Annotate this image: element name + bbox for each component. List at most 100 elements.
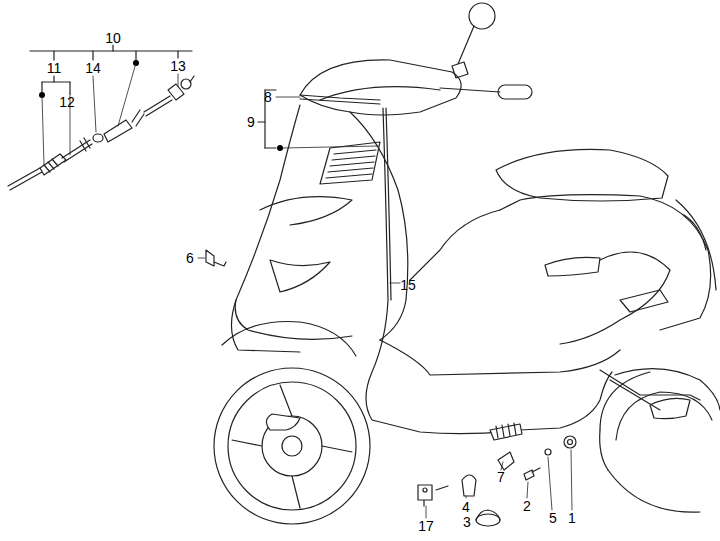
wheel-part <box>232 385 352 508</box>
cable-assembly-part <box>64 144 92 162</box>
callout-number: 8 <box>264 90 272 104</box>
group-bracket-part <box>92 51 93 60</box>
small-parts <box>198 250 576 526</box>
group-bracket-part <box>53 76 54 82</box>
cable-assembly-part <box>10 172 42 190</box>
callout-number: 2 <box>523 499 531 513</box>
cable-assembly-part <box>93 76 96 132</box>
group-bracket-part <box>177 51 178 58</box>
scooter-body-part <box>320 87 440 100</box>
wheel <box>214 368 720 524</box>
scooter-body-part <box>500 195 711 330</box>
callout-number: 17 <box>418 519 434 533</box>
scooter-body-part <box>684 215 706 250</box>
scooter-body-part <box>496 149 668 201</box>
brake-cable-part <box>386 108 391 300</box>
small-parts-part <box>466 496 467 498</box>
group-bracket-part <box>135 51 136 60</box>
wheel-part <box>608 470 700 512</box>
callout-number: 12 <box>59 95 75 109</box>
group-bracket-part <box>276 97 300 98</box>
group-bracket-part <box>42 81 70 82</box>
scooter-body-part <box>270 260 330 292</box>
cable-assembly-part <box>93 134 103 142</box>
small-parts-part <box>548 457 552 510</box>
callout-number: 15 <box>400 278 416 292</box>
handlebar-part <box>440 88 500 92</box>
cable-assembly-part <box>146 100 172 116</box>
cable-assembly-part <box>181 79 191 89</box>
wheel-part <box>600 370 700 410</box>
handlebar-part <box>458 26 474 64</box>
group-bracket-part <box>265 147 276 148</box>
scooter-body-part <box>620 290 668 312</box>
handlebar-part <box>498 85 532 99</box>
callout-number: 3 <box>463 515 471 529</box>
callout-number: 5 <box>549 511 557 525</box>
wheel-part <box>282 436 302 456</box>
wheel-part <box>228 382 356 510</box>
cable-assembly-part <box>62 140 90 158</box>
callout-number: 11 <box>47 61 62 75</box>
cable-assembly-part <box>190 76 194 82</box>
cable-assembly-part <box>118 63 136 126</box>
small-parts-part <box>198 258 205 259</box>
callout-number: 6 <box>186 251 194 265</box>
scooter-body-part <box>222 321 356 356</box>
small-parts-part <box>436 486 448 490</box>
small-parts-part <box>571 450 572 510</box>
small-parts-part <box>423 488 427 492</box>
small-parts-part <box>501 462 503 470</box>
scooter-body-part <box>380 340 620 375</box>
handlebar <box>300 3 532 104</box>
cable-assembly <box>8 63 194 190</box>
cable-assembly-part <box>178 74 179 86</box>
small-parts-part <box>476 514 500 526</box>
handlebar-part <box>469 3 495 29</box>
brake-cable <box>366 108 612 440</box>
small-parts-part <box>568 440 573 445</box>
small-parts-part <box>462 475 476 496</box>
wheel-part <box>600 372 650 430</box>
wheel-part <box>214 368 370 524</box>
small-parts-part <box>527 482 528 498</box>
scooter-body-part <box>320 142 380 184</box>
group-bracket-part <box>53 51 54 60</box>
cable-assembly-part <box>8 168 40 186</box>
handlebar-part <box>452 62 468 78</box>
callout-number: 4 <box>462 500 470 514</box>
small-parts-part <box>206 250 226 266</box>
scooter-body-part <box>545 257 600 276</box>
small-parts-part <box>426 506 427 518</box>
scooter-body-part <box>260 197 352 225</box>
brake-cable-part <box>390 283 400 284</box>
wheel-part <box>600 430 608 470</box>
scooter-body <box>222 60 716 375</box>
callout-number: 7 <box>497 470 505 484</box>
brake-cable-part <box>366 108 612 434</box>
scooter-body-part <box>410 210 500 280</box>
scooter-body-part <box>300 60 461 115</box>
group-bracket-part <box>69 82 70 94</box>
wheel-part <box>650 398 690 418</box>
group-bracket-part <box>258 121 265 122</box>
brake-cable-part <box>496 423 516 438</box>
scooter-body-part <box>676 200 716 290</box>
small-parts-part <box>524 468 540 480</box>
group-bracket-part <box>41 82 42 92</box>
cable-assembly-part <box>132 110 144 126</box>
small-parts-part <box>418 485 432 506</box>
scooter-body-part <box>326 150 376 178</box>
small-parts-part <box>476 510 500 520</box>
callout-number: 13 <box>170 59 186 73</box>
group-bracket-part <box>112 45 113 51</box>
cable-assembly-part <box>42 95 44 165</box>
callout-number: 14 <box>85 61 101 75</box>
scooter-body-part <box>231 300 300 352</box>
brake-cable-part <box>490 424 522 440</box>
small-parts-part <box>498 452 514 470</box>
group-bracket-part <box>277 145 283 151</box>
scooter-body-part <box>560 252 670 344</box>
